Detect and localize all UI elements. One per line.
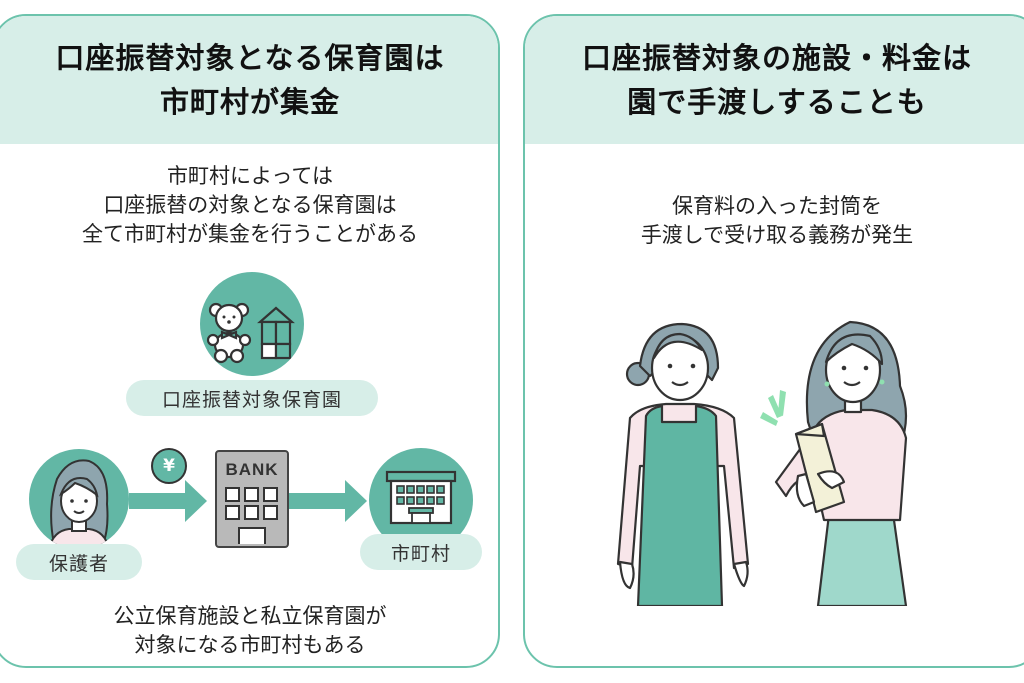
right-desc-line-2: 手渡しで受け取る義務が発生: [640, 223, 914, 247]
guardian-circle: [29, 449, 129, 549]
bank-label: BANK: [225, 460, 279, 479]
teacher-figure: [616, 322, 750, 606]
arrow-right-icon: [289, 480, 367, 522]
left-desc-line-1: 市町村によっては: [167, 164, 333, 188]
left-description: 市町村によっては 口座振替の対象となる保育園は 全て市町村が集金を行うことがある: [0, 162, 498, 249]
teddy-bear-icon: [206, 302, 252, 364]
nursery-circle: [200, 272, 304, 376]
sparkle-icon: [760, 390, 786, 426]
city-hall-icon: [385, 470, 457, 525]
right-description: 保育料の入った封筒を 手渡しで受け取る義務が発生: [525, 192, 1024, 250]
left-desc-line-3: 全て市町村が集金を行うことがある: [82, 222, 418, 246]
left-panel-header: 口座振替対象となる保育園は 市町村が集金: [0, 16, 498, 144]
right-panel-header: 口座振替対象の施設・料金は 園で手渡しすることも: [525, 16, 1024, 144]
right-title-line-1: 口座振替対象の施設・料金は: [581, 41, 972, 75]
nursery-label: 口座振替対象保育園: [126, 380, 378, 416]
guardian-label: 保護者: [16, 544, 142, 580]
right-desc-line-1: 保育料の入った封筒を: [672, 194, 882, 218]
left-title-line-1: 口座振替対象となる保育園は: [55, 41, 445, 75]
building-blocks-icon: [257, 306, 295, 360]
left-panel: 口座振替対象となる保育園は 市町村が集金 市町村によっては 口座振替の対象となる…: [0, 14, 500, 668]
left-title-line-2: 市町村が集金: [159, 85, 340, 119]
right-panel: 口座振替対象の施設・料金は 園で手渡しすることも 保育料の入った封筒を 手渡しで…: [523, 14, 1024, 668]
municipality-label: 市町村: [360, 534, 482, 570]
left-desc-line-2: 口座振替の対象となる保育園は: [103, 193, 397, 217]
bank-building-icon: BANK: [215, 450, 289, 548]
handover-illustration: [616, 320, 908, 606]
arrow-right-icon: [129, 480, 207, 522]
left-footer-note: 公立保育施設と私立保育園が 対象になる市町村もある: [0, 602, 498, 660]
left-footer-line-2: 対象になる市町村もある: [134, 633, 366, 657]
guardian-icon: [47, 459, 111, 549]
right-title-line-2: 園で手渡しすることも: [627, 85, 927, 119]
yen-coin-icon: ¥: [151, 448, 187, 484]
parent-figure: [774, 320, 908, 606]
left-footer-line-1: 公立保育施設と私立保育園が: [113, 604, 387, 628]
